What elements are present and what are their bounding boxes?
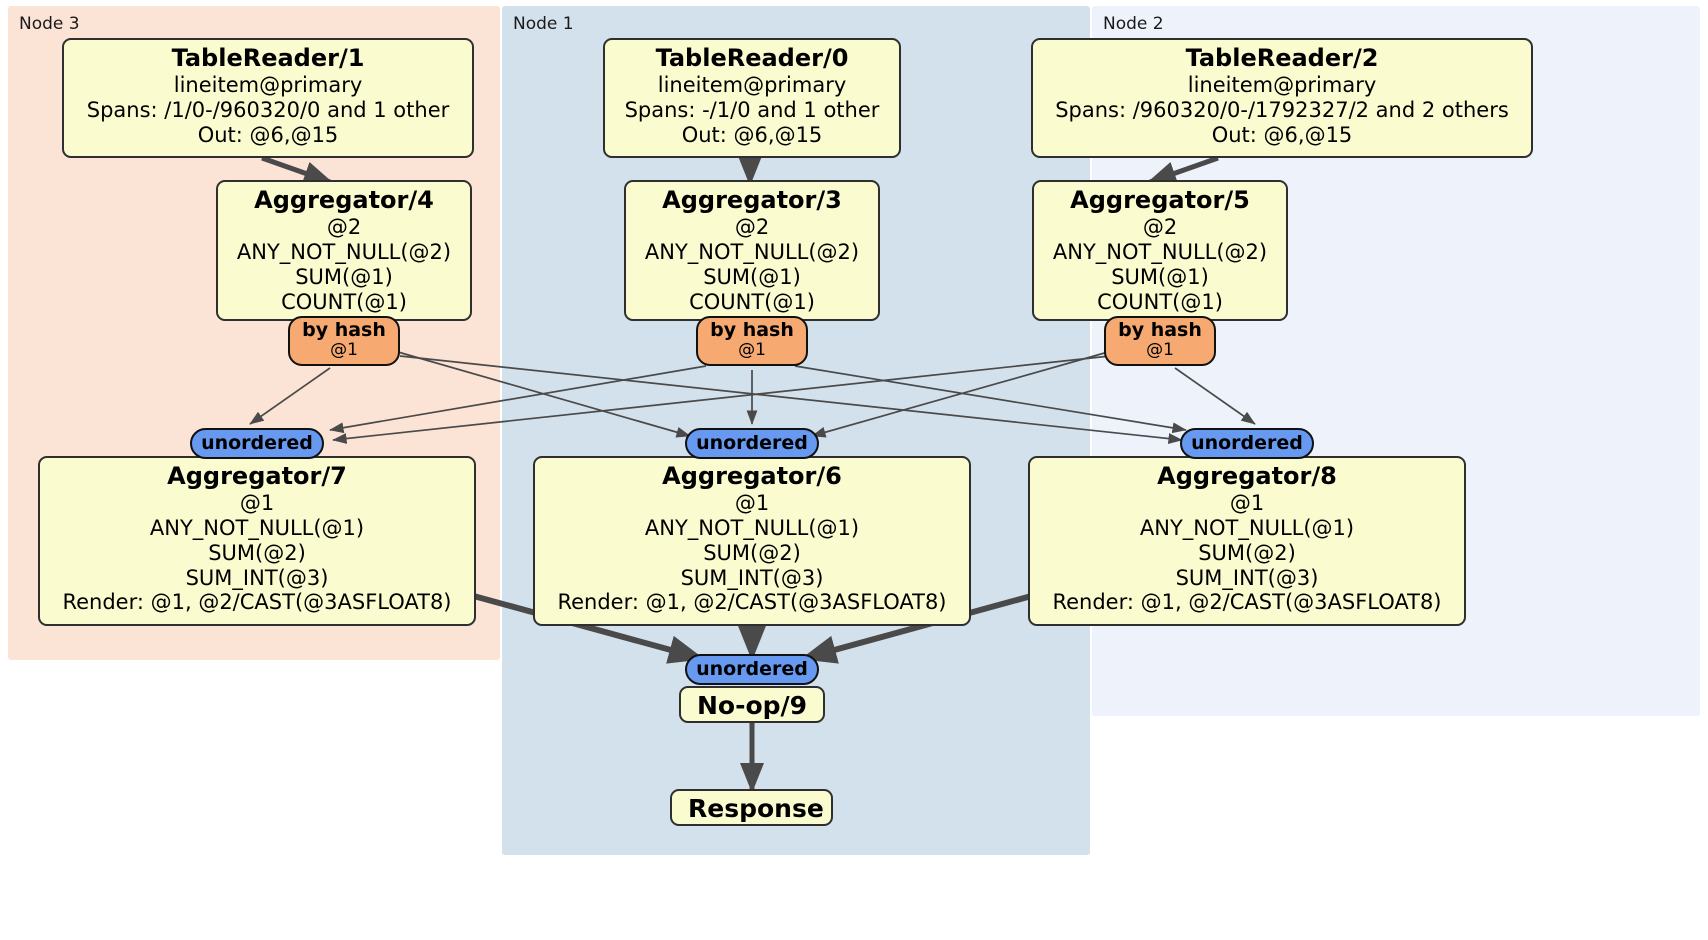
processor-line: @1 <box>239 491 275 516</box>
synchronizer-unordered-final[interactable]: unordered <box>685 654 819 685</box>
processor-line: lineitem@primary <box>173 73 363 98</box>
processor-line: lineitem@primary <box>657 73 847 98</box>
processor-line: COUNT(@1) <box>1097 289 1223 314</box>
processor-line: Spans: -/1/0 and 1 other <box>624 98 880 123</box>
processor-line: @2 <box>326 215 362 240</box>
processor-aggregator-3[interactable]: Aggregator/3 @2 ANY_NOT_NULL(@2) SUM(@1)… <box>624 180 880 321</box>
processor-line: Out: @6,@15 <box>197 122 339 147</box>
processor-line: Out: @6,@15 <box>1211 122 1353 147</box>
processor-line: SUM_INT(@3) <box>680 565 824 590</box>
processor-table-reader-0[interactable]: TableReader/0 lineitem@primary Spans: -/… <box>603 38 901 158</box>
processor-aggregator-8[interactable]: Aggregator/8 @1 ANY_NOT_NULL(@1) SUM(@2)… <box>1028 456 1466 626</box>
processor-title: Aggregator/4 <box>254 186 434 214</box>
processor-line: Render: @1, @2/CAST(@3ASFLOAT8) <box>557 590 947 615</box>
processor-title: Aggregator/5 <box>1070 186 1250 214</box>
processor-title: TableReader/1 <box>171 44 365 72</box>
processor-line: ANY_NOT_NULL(@1) <box>149 516 365 541</box>
processor-no-op-9[interactable]: No-op/9 <box>679 686 825 723</box>
processor-line: SUM_INT(@3) <box>1175 565 1319 590</box>
processor-line: Render: @1, @2/CAST(@3ASFLOAT8) <box>1052 590 1442 615</box>
router-by-hash-aggregator-5[interactable]: by hash @1 <box>1104 316 1216 366</box>
router-sub: @1 <box>1146 339 1174 360</box>
processor-title: Aggregator/7 <box>167 462 347 490</box>
router-sub: @1 <box>738 339 766 360</box>
router-title: by hash <box>1118 319 1202 341</box>
processor-line: @2 <box>1142 215 1178 240</box>
processor-aggregator-6[interactable]: Aggregator/6 @1 ANY_NOT_NULL(@1) SUM(@2)… <box>533 456 971 626</box>
synchronizer-unordered-aggregator-6[interactable]: unordered <box>685 428 819 459</box>
processor-title: Aggregator/6 <box>662 462 842 490</box>
processor-title: Aggregator/8 <box>1157 462 1337 490</box>
processor-line: ANY_NOT_NULL(@1) <box>1139 516 1355 541</box>
processor-aggregator-7[interactable]: Aggregator/7 @1 ANY_NOT_NULL(@1) SUM(@2)… <box>38 456 476 626</box>
processor-line: lineitem@primary <box>1187 73 1377 98</box>
synchronizer-title: unordered <box>696 432 808 454</box>
synchronizer-unordered-aggregator-8[interactable]: unordered <box>1180 428 1314 459</box>
processor-line: @1 <box>1229 491 1265 516</box>
processor-line: SUM(@2) <box>1198 540 1296 565</box>
processor-line: ANY_NOT_NULL(@2) <box>1052 240 1268 265</box>
synchronizer-unordered-aggregator-7[interactable]: unordered <box>190 428 324 459</box>
processor-title: Response <box>688 794 824 823</box>
processor-line: Spans: /960320/0-/1792327/2 and 2 others <box>1055 98 1509 123</box>
processor-line: SUM(@2) <box>208 540 306 565</box>
synchronizer-title: unordered <box>1191 432 1303 454</box>
processor-line: @2 <box>734 215 770 240</box>
processor-line: @1 <box>734 491 770 516</box>
processor-title: No-op/9 <box>697 691 808 720</box>
router-by-hash-aggregator-3[interactable]: by hash @1 <box>696 316 808 366</box>
processor-title: TableReader/2 <box>1185 44 1379 72</box>
processor-line: Spans: /1/0-/960320/0 and 1 other <box>86 98 450 123</box>
synchronizer-title: unordered <box>201 432 313 454</box>
processor-response[interactable]: Response <box>670 789 833 826</box>
processor-line: SUM(@2) <box>703 540 801 565</box>
router-sub: @1 <box>330 339 358 360</box>
processor-line: SUM(@1) <box>295 264 393 289</box>
router-by-hash-aggregator-4[interactable]: by hash @1 <box>288 316 400 366</box>
region-node-1-label: Node 1 <box>513 14 574 34</box>
processor-table-reader-1[interactable]: TableReader/1 lineitem@primary Spans: /1… <box>62 38 474 158</box>
processor-line: Out: @6,@15 <box>681 122 823 147</box>
processor-aggregator-4[interactable]: Aggregator/4 @2 ANY_NOT_NULL(@2) SUM(@1)… <box>216 180 472 321</box>
processor-line: COUNT(@1) <box>281 289 407 314</box>
router-title: by hash <box>302 319 386 341</box>
processor-title: Aggregator/3 <box>662 186 842 214</box>
processor-line: ANY_NOT_NULL(@1) <box>644 516 860 541</box>
processor-aggregator-5[interactable]: Aggregator/5 @2 ANY_NOT_NULL(@2) SUM(@1)… <box>1032 180 1288 321</box>
processor-table-reader-2[interactable]: TableReader/2 lineitem@primary Spans: /9… <box>1031 38 1533 158</box>
processor-line: SUM(@1) <box>703 264 801 289</box>
processor-line: COUNT(@1) <box>689 289 815 314</box>
processor-line: ANY_NOT_NULL(@2) <box>644 240 860 265</box>
processor-line: SUM(@1) <box>1111 264 1209 289</box>
processor-line: Render: @1, @2/CAST(@3ASFLOAT8) <box>62 590 452 615</box>
processor-line: ANY_NOT_NULL(@2) <box>236 240 452 265</box>
synchronizer-title: unordered <box>696 658 808 680</box>
processor-line: SUM_INT(@3) <box>185 565 329 590</box>
region-node-2-label: Node 2 <box>1103 14 1164 34</box>
processor-title: TableReader/0 <box>655 44 849 72</box>
router-title: by hash <box>710 319 794 341</box>
region-node-3-label: Node 3 <box>19 14 80 34</box>
